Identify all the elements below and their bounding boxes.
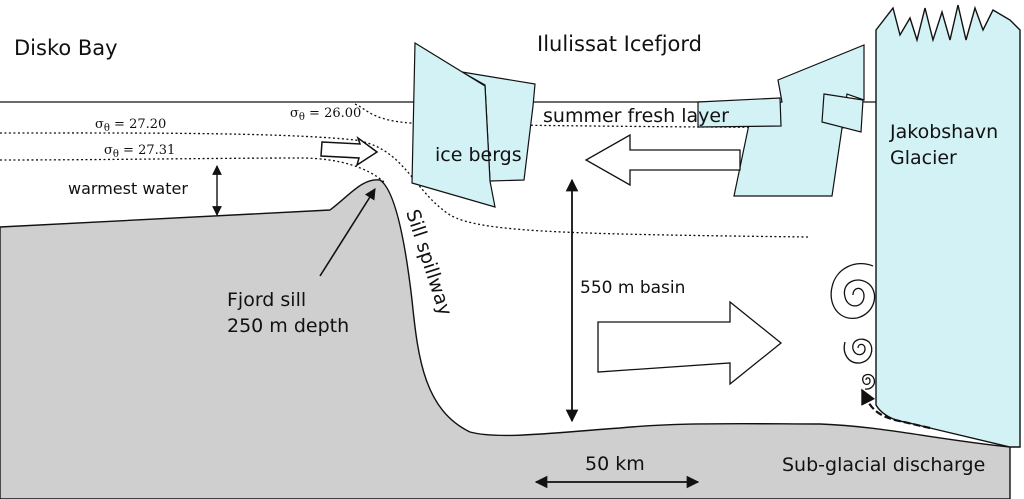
fjord-sill-label: Fjord sill: [227, 289, 306, 311]
ilulissat-icefjord-label: Ilulissat Icefjord: [537, 32, 702, 56]
distance-label: 50 km: [585, 453, 645, 475]
isopycnal-26-label: σθ = 26.00: [290, 106, 361, 123]
subglacial-discharge-label: Sub-glacial discharge: [782, 454, 985, 476]
disko-bay-label: Disko Bay: [14, 36, 118, 60]
summer-fresh-layer-label: summer fresh layer: [543, 105, 729, 127]
ice-bergs-label: ice bergs: [435, 144, 522, 166]
isopycnal-27-20-label: σθ = 27.20: [95, 117, 166, 134]
sill-depth-label: 250 m depth: [227, 315, 349, 337]
subglacial-discharge-arrow: [861, 388, 931, 430]
warmest-water-label: warmest water: [68, 179, 188, 198]
eddy-medium: [843, 338, 873, 364]
deep-inflow-arrow: [597, 300, 783, 386]
basin-label: 550 m basin: [580, 278, 685, 298]
glacier: [875, 4, 1021, 448]
seabed: [0, 179, 1011, 499]
fjord-sill-pointer: [319, 188, 376, 277]
inflow-arrow: [320, 135, 379, 167]
eddy-large: [830, 263, 876, 319]
isopycnal-27-31-line: [0, 157, 385, 183]
glacier-label: Glacier: [890, 147, 957, 169]
iceberg-left: [411, 41, 536, 208]
eddy-small: [862, 373, 876, 390]
outflow-arrow: [584, 133, 741, 187]
isopycnal-27-31-label: σθ = 27.31: [104, 143, 175, 160]
iceberg-right: [697, 44, 865, 197]
jakobshavn-label: Jakobshavn: [889, 121, 998, 143]
